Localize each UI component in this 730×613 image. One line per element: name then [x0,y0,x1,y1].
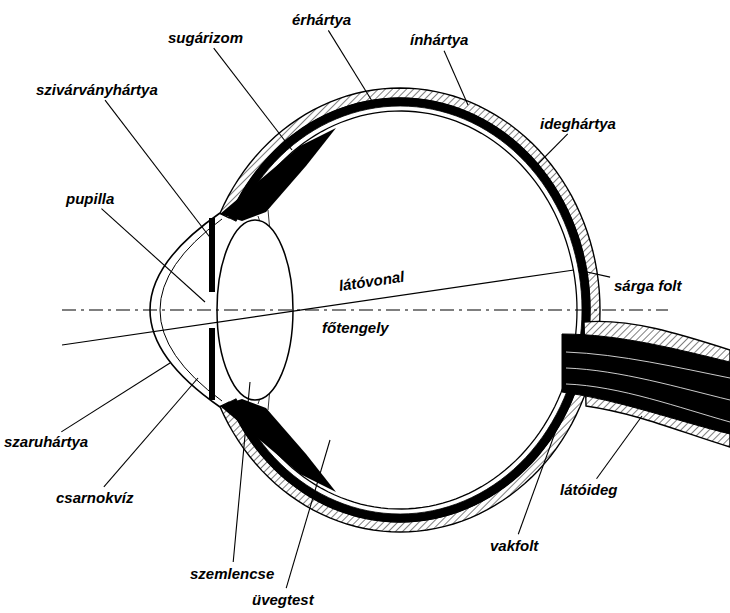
part-label: csarnokvíz [56,490,134,505]
leader-lines [61,30,642,588]
part-label: sugárizom [168,30,243,45]
main-axis [62,309,668,310]
leader-line [61,363,170,432]
eyeball [62,88,730,532]
leader-line [214,48,292,150]
leader-line [532,134,568,170]
part-label: ínhártya [410,32,468,47]
part-label: érhártya [292,12,351,27]
nerve-fiber-streak [566,384,730,422]
leader-line [328,30,372,101]
leader-line [105,100,212,240]
leader-line [233,382,250,562]
leader-line [597,416,642,479]
part-label: szivárványhártya [36,82,158,97]
leader-line [444,51,468,105]
leader-line [104,378,198,487]
leader-line [101,209,205,302]
optic-nerve-fibers [562,334,730,434]
part-label: ideghártya [540,116,616,131]
nerve-fiber-streak [566,368,730,400]
part-label: sárga folt [614,278,682,293]
part-label: szaruhártya [4,434,88,449]
leader-line [518,386,572,534]
leader-line [578,270,610,277]
part-label: vakfolt [490,538,538,553]
visual-line [62,270,574,345]
part-label: főtengely [322,320,389,335]
iris [209,218,215,292]
part-label: szemlencse [190,566,274,581]
part-label: üvegtest [252,592,314,607]
cornea-fill [150,213,222,407]
ciliary-muscle [220,128,336,221]
part-label: pupilla [66,191,114,206]
part-label: látóvonal [338,269,405,293]
part-label: látóideg [560,482,618,497]
leader-line [286,440,330,588]
nerve-fiber-streak [566,352,730,378]
iris [209,328,215,400]
